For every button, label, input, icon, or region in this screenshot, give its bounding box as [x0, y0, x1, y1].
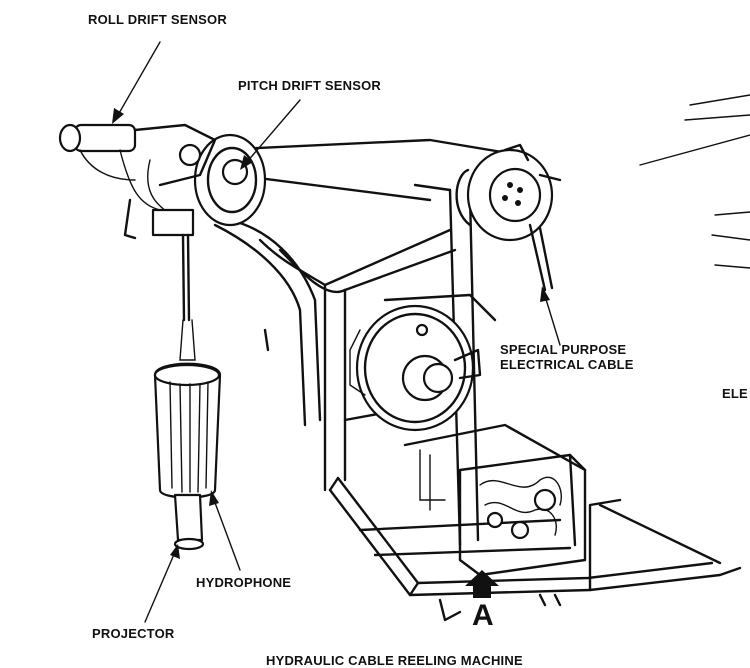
pitch-pulley [193, 133, 267, 227]
hydrophone-label: HYDROPHONE [196, 575, 292, 590]
special-purpose-cable-label-line1: SPECIAL PURPOSE [500, 342, 627, 357]
roll-sensor-housing [58, 123, 217, 240]
projector-label: PROJECTOR [92, 626, 175, 641]
view-a-arrow [465, 570, 499, 598]
pitch-drift-sensor-label: PITCH DRIFT SENSOR [238, 78, 381, 93]
hydraulic-unit [403, 423, 587, 577]
hydrophone-assembly [153, 233, 222, 551]
callout-leaders [112, 41, 561, 623]
view-a-marker-label: A [472, 599, 494, 632]
cable-drum [349, 293, 497, 432]
special-purpose-cable-label-line2: ELECTRICAL CABLE [500, 357, 634, 372]
ele-partial-label: ELE [722, 386, 748, 401]
offscreen-leaders [639, 94, 750, 269]
electrical-cable-reel [455, 143, 562, 292]
boom-arm [213, 138, 522, 427]
roll-drift-sensor-label: ROLL DRIFT SENSOR [88, 12, 227, 27]
